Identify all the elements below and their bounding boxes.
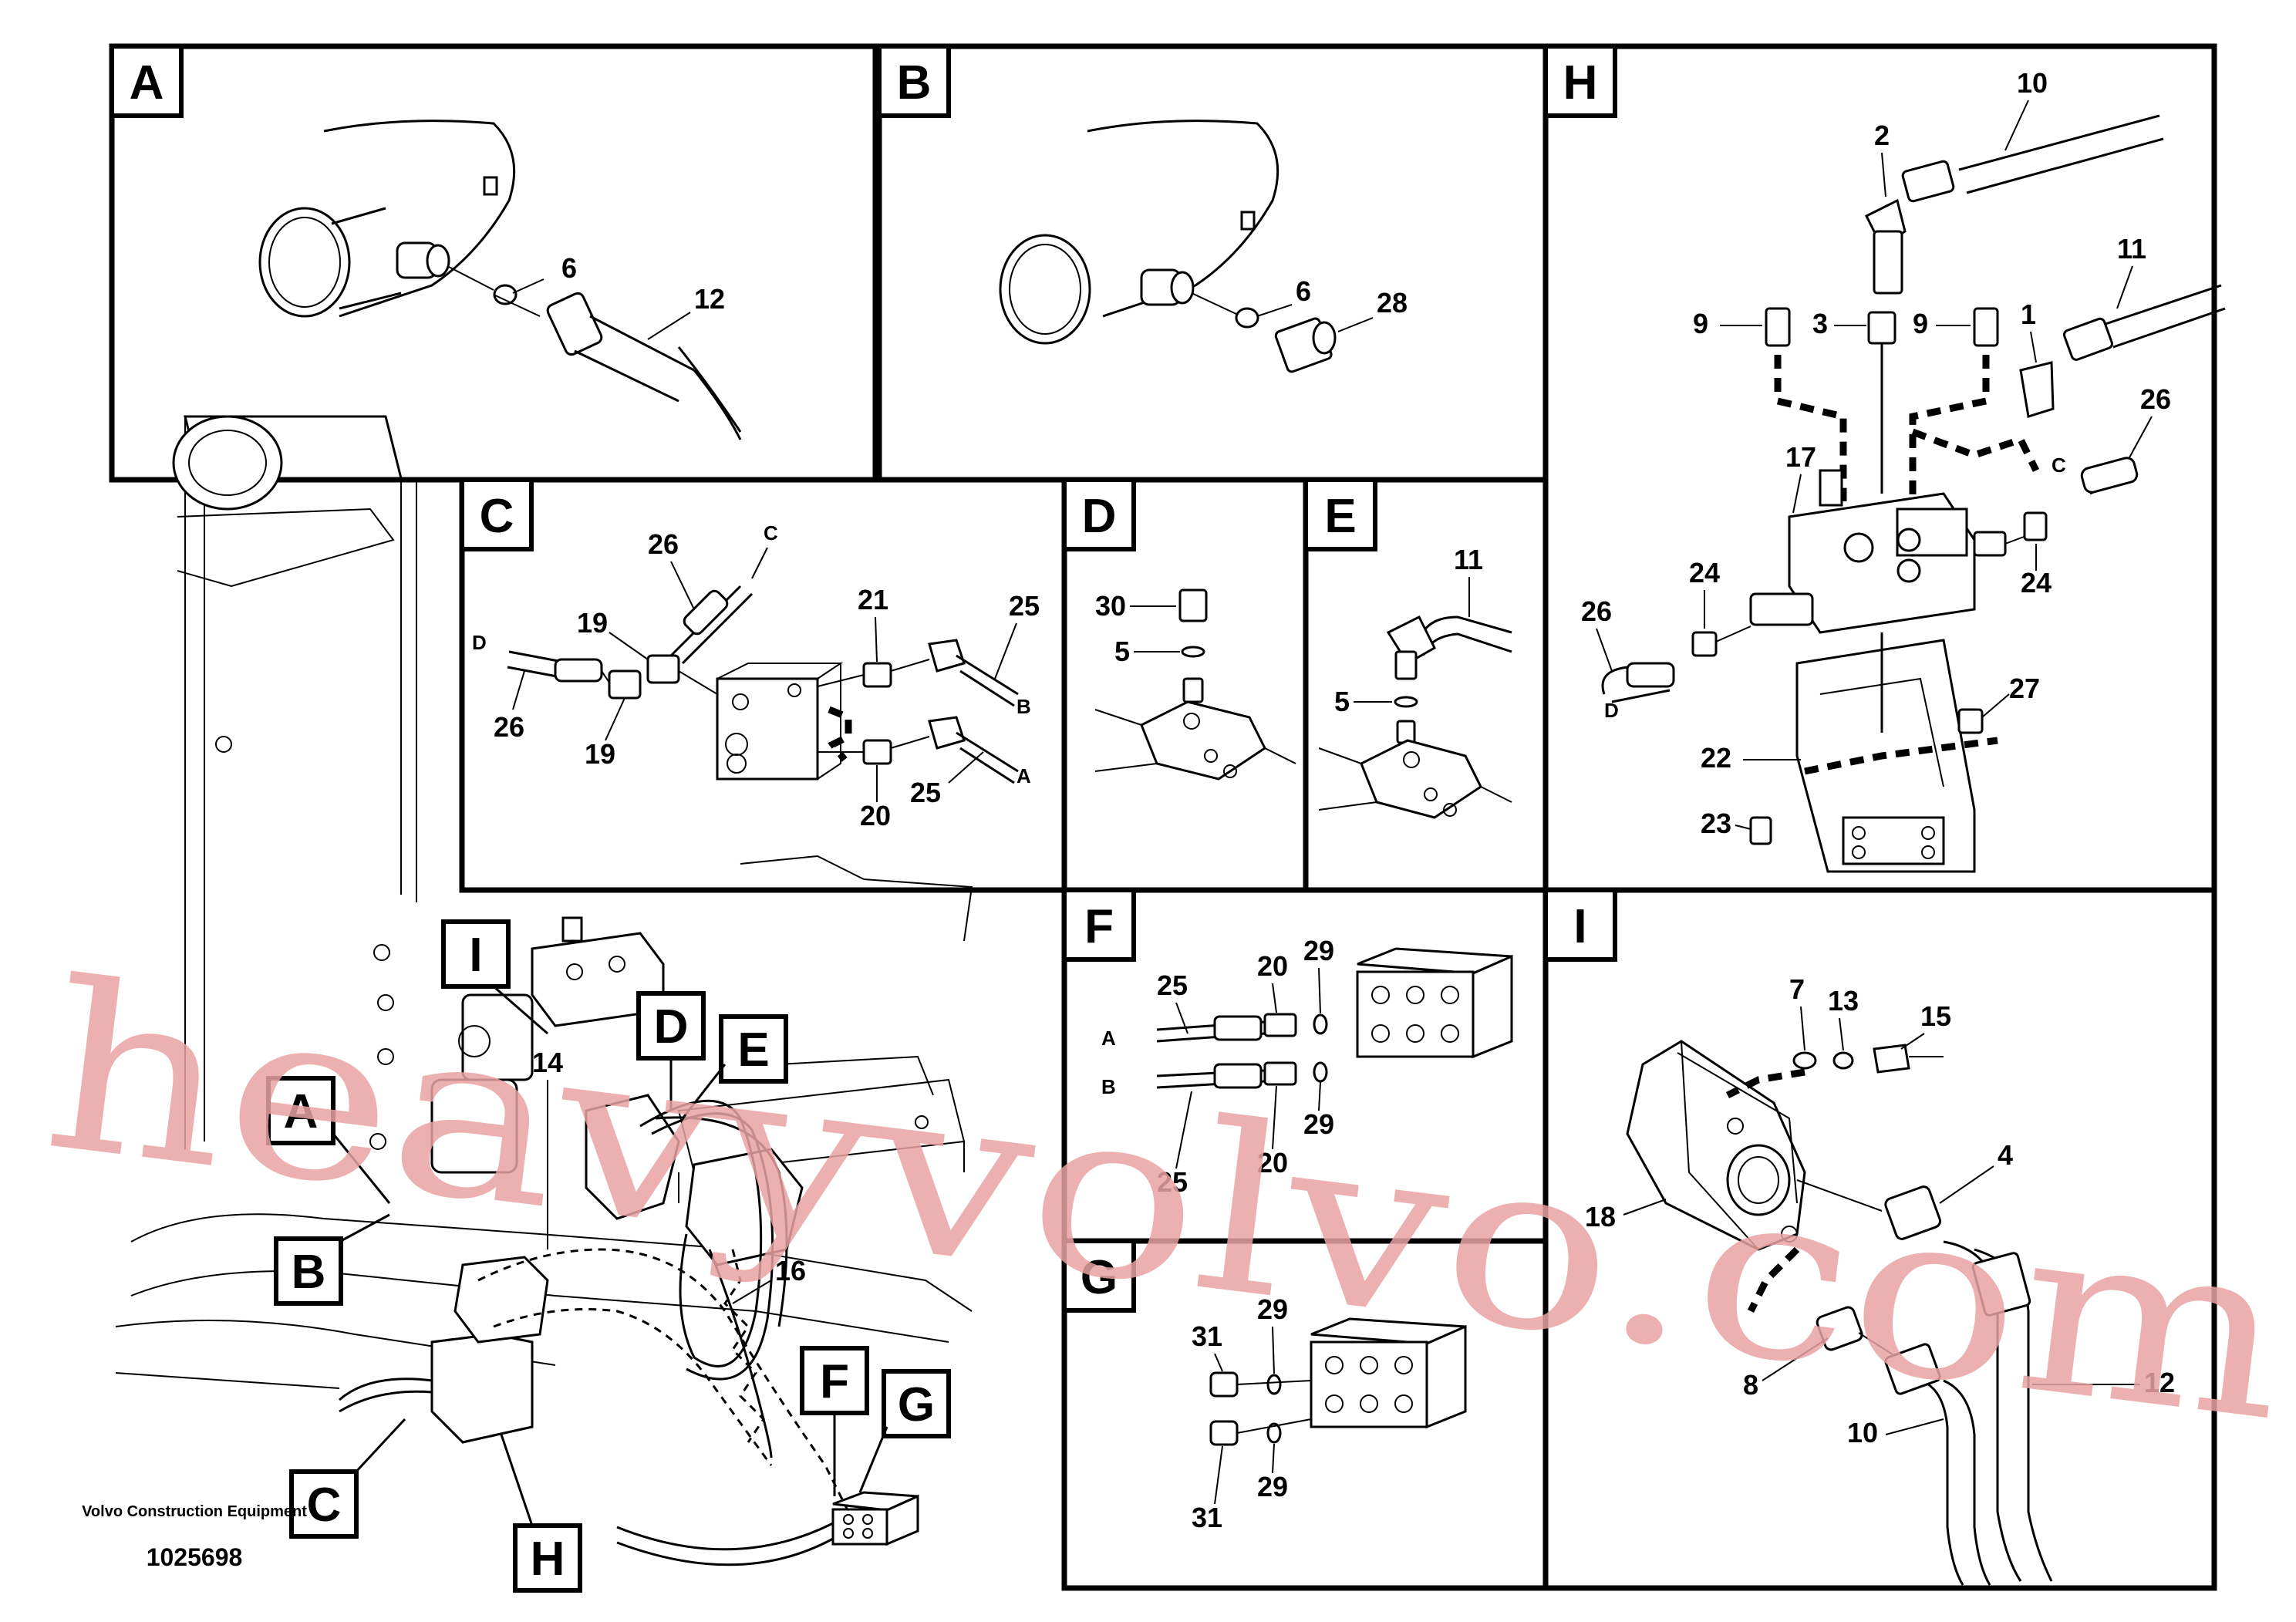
panel-g-callout-31a: 31 <box>1192 1320 1222 1352</box>
panel-c-callout-21: 21 <box>858 584 888 615</box>
panel-c-callout-26a: 26 <box>648 528 679 560</box>
panel-h-callout-2: 2 <box>1874 120 1890 151</box>
panel-h-callout-24a: 24 <box>1689 557 1720 588</box>
panel-h-callout-11: 11 <box>2117 233 2146 265</box>
panel-d-callout-30: 30 <box>1095 590 1126 622</box>
watermark-text: heavyvolvo.com <box>33 931 2296 1472</box>
panel-c-callout-25b: 25 <box>910 777 941 808</box>
panel-h-callout-9a: 9 <box>1693 308 1708 339</box>
panel-f-callout-20b: 20 <box>1257 1147 1288 1179</box>
panel-c-drawing: 26 C D 19 19 26 21 25 B 20 25 A <box>472 521 1040 831</box>
panel-b-drawing: 6 28 <box>999 120 1408 373</box>
panel-h-callout-9b: 9 <box>1913 308 1928 339</box>
panel-g-callout-29b: 29 <box>1257 1471 1288 1502</box>
panel-i-callout-15: 15 <box>1920 1000 1951 1032</box>
panel-a-callout-12: 12 <box>694 283 725 315</box>
panel-i-callout-4: 4 <box>1998 1139 2013 1171</box>
panel-b-callout-6: 6 <box>1296 275 1311 307</box>
panel-i-callout-8: 8 <box>1743 1369 1758 1401</box>
panel-c-callout-b: B <box>1017 695 1031 718</box>
overview-tag-h: H <box>531 1533 565 1586</box>
panel-h-drawing: 10 2 9 3 9 1 11 26 C 17 24 24 26 D 27 22… <box>1581 67 2226 873</box>
panel-h-callout-1: 1 <box>2021 298 2036 330</box>
panel-f-drawing: 25 20 29 A B 25 20 29 <box>1101 935 1513 1198</box>
overview-tag-a: A <box>284 1085 319 1138</box>
panel-i-callout-12: 12 <box>2144 1367 2175 1398</box>
drawing-number: 1025698 <box>147 1543 243 1571</box>
panel-c-callout-a: A <box>1017 764 1031 787</box>
panel-i-letter: I <box>1573 900 1586 953</box>
panel-h-callout-23: 23 <box>1701 808 1731 839</box>
overview-tag-b: B <box>292 1246 326 1299</box>
panel-h-callout-24b: 24 <box>2021 567 2052 599</box>
panel-a-drawing: 6 12 <box>258 120 742 440</box>
panel-a-letter: A <box>130 56 164 110</box>
panel-h-callout-26b: 26 <box>1581 595 1612 627</box>
panel-g-callout-31b: 31 <box>1192 1502 1222 1533</box>
panel-c-letter: C <box>480 490 514 543</box>
panel-d-callout-5: 5 <box>1114 636 1130 667</box>
panel-f-callout-25a: 25 <box>1157 969 1188 1001</box>
panel-b-letter: B <box>897 56 932 110</box>
panel-f-callout-25b: 25 <box>1157 1166 1188 1198</box>
company-caption: Volvo Construction Equipment <box>82 1503 307 1520</box>
panel-a-callout-6: 6 <box>561 252 577 284</box>
panel-e-callout-11: 11 <box>1454 544 1483 575</box>
panel-f-callout-20a: 20 <box>1257 950 1288 982</box>
overview-callout-14: 14 <box>532 1047 563 1078</box>
panel-i-callout-10: 10 <box>1847 1417 1878 1448</box>
panel-h-callout-27: 27 <box>2009 673 2040 704</box>
overview-callout-16: 16 <box>775 1255 806 1286</box>
panel-c-callout-25a: 25 <box>1009 590 1040 622</box>
panel-h-letter: H <box>1563 56 1598 110</box>
panel-c-callout-d: D <box>472 631 487 654</box>
panel-f-letter: F <box>1084 900 1114 953</box>
overview-tag-i: I <box>469 929 482 982</box>
panel-f-callout-29a: 29 <box>1303 935 1334 966</box>
panel-f-callout-29b: 29 <box>1303 1108 1334 1140</box>
panel-h-callout-22: 22 <box>1701 742 1731 774</box>
overview-tag-c: C <box>307 1479 342 1532</box>
panel-e-drawing: 11 5 <box>1318 544 1512 819</box>
panel-d-drawing: 30 5 <box>1094 588 1296 781</box>
panel-c-callout-20: 20 <box>860 800 891 831</box>
drawing-caption: Volvo Construction Equipment 1025698 <box>82 1503 307 1571</box>
panel-e-callout-5: 5 <box>1334 686 1350 717</box>
panel-c-callout-c: C <box>764 521 778 545</box>
overview-drawing: 14 16 <box>115 415 973 1566</box>
panel-g-callout-29a: 29 <box>1257 1293 1288 1325</box>
panel-b-callout-28: 28 <box>1377 287 1408 319</box>
panel-c-callout-26b: 26 <box>494 711 524 743</box>
panel-f-callout-b: B <box>1101 1075 1116 1098</box>
panel-i-callout-7: 7 <box>1789 973 1805 1005</box>
panel-c-callout-19a: 19 <box>577 607 608 639</box>
panel-g-letter: G <box>1081 1251 1118 1304</box>
panel-d-letter: D <box>1082 490 1117 543</box>
panel-i-callout-18: 18 <box>1585 1201 1616 1233</box>
overview-tag-g: G <box>898 1378 935 1431</box>
panel-h-callout-17: 17 <box>1785 441 1816 473</box>
panel-i-drawing: 7 13 15 4 18 8 10 12 <box>1585 973 2175 1586</box>
overview-tags: A B C D E F G H I <box>266 919 951 1593</box>
overview-tag-d: D <box>654 1000 689 1054</box>
panel-g-drawing: 31 29 31 29 <box>1192 1293 1467 1533</box>
overview-tag-e: E <box>737 1023 769 1077</box>
panel-h-callout-c: C <box>2052 454 2066 477</box>
panel-e-letter: E <box>1324 490 1356 543</box>
panel-h-callout-d: D <box>1604 699 1619 722</box>
panel-h-callout-3: 3 <box>1812 308 1828 339</box>
panel-h-callout-26a: 26 <box>2140 383 2171 415</box>
panel-f-callout-a: A <box>1101 1027 1116 1050</box>
panel-letter-boxes: A B H C D E F G I <box>110 44 1617 1313</box>
panel-h-callout-10: 10 <box>2017 67 2048 99</box>
panel-c-callout-19b: 19 <box>585 738 615 770</box>
overview-tag-f: F <box>820 1355 849 1408</box>
panel-i-callout-13: 13 <box>1828 985 1859 1017</box>
